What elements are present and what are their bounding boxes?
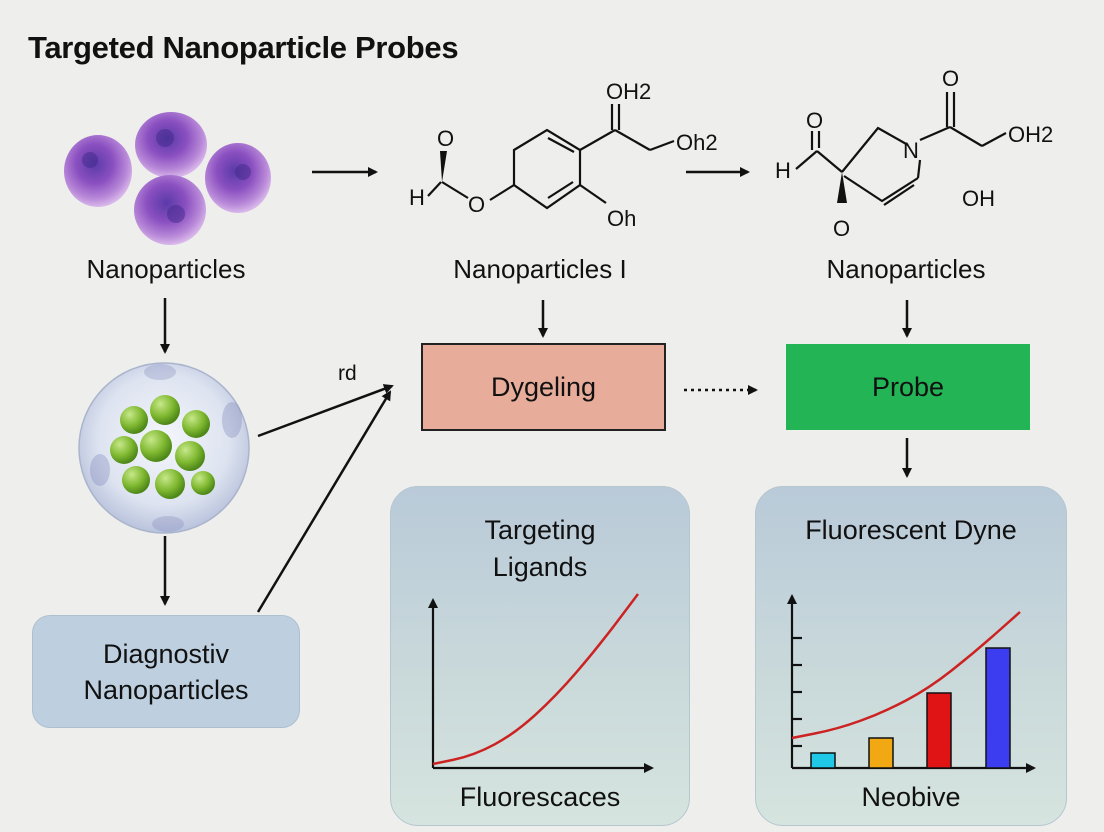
mol-right-n: N [903, 138, 919, 163]
rd-label: rd [338, 362, 357, 385]
targeting-title-line-1: Targeting [484, 515, 596, 545]
nanoparticles-label-right: Nanoparticles [826, 254, 986, 284]
purple-cells-icon [64, 112, 271, 245]
right-chart-bars [810, 647, 1011, 769]
middle-molecule-icon [427, 104, 675, 210]
mol-right-oh: OH [962, 186, 995, 211]
left-chart-axes [428, 598, 654, 773]
mol-mid-oh2-right: Oh2 [676, 130, 718, 155]
bar-4 [985, 647, 1011, 769]
loaded-nanoparticle-icon [78, 362, 250, 534]
middle-molecule-labels: OH2 Oh2 Oh O H O [409, 79, 718, 231]
mol-mid-o-left: O [437, 126, 454, 151]
nanoparticles-label-left: Nanoparticles [86, 254, 246, 284]
diagnostic-line-1: Diagnostiv [102, 638, 230, 669]
right-molecule-icon [795, 92, 1007, 206]
bar-2 [868, 737, 894, 769]
probe-box: Probe [786, 344, 1030, 430]
nanoparticles-label-middle: Nanoparticles I [453, 254, 627, 284]
fluorescaces-xlabel: Fluorescaces [459, 782, 621, 812]
mol-right-o-top: O [942, 66, 959, 91]
right-chart-trend [791, 611, 1021, 740]
diagnostic-nanoparticles-box: Diagnostiv Nanoparticles [32, 615, 300, 728]
targeting-ligands-title: Targeting Ligands [390, 512, 690, 586]
mol-right-o-bottom: O [833, 216, 850, 241]
mol-right-oh2: OH2 [1008, 122, 1053, 147]
mol-mid-o-ring: O [468, 192, 485, 217]
diagnostic-line-2: Nanoparticles [83, 674, 249, 705]
left-chart-curve [432, 593, 639, 766]
targeting-title-line-2: Ligands [492, 552, 588, 582]
page-title: Targeted Nanoparticle Probes [28, 30, 459, 65]
targeting-ligands-panel [390, 486, 690, 826]
fluorescent-dyne-title: Fluorescent Dyne [805, 515, 1017, 545]
bar-3 [926, 692, 952, 769]
flow-arrows [160, 167, 912, 613]
bar-1 [810, 752, 836, 769]
mol-right-h-left: H [775, 158, 791, 183]
right-molecule-labels: O OH2 N O H O OH [775, 66, 1053, 241]
dygeling-box: Dygeling [421, 343, 666, 431]
mol-mid-oh-bottom: Oh [607, 206, 636, 231]
mol-right-o-left: O [806, 108, 823, 133]
neobive-xlabel: Neobive [861, 782, 961, 812]
mol-mid-h-left: H [409, 185, 425, 210]
mol-mid-oh2-top: OH2 [606, 79, 651, 104]
fluorescent-dyne-panel [755, 486, 1067, 826]
